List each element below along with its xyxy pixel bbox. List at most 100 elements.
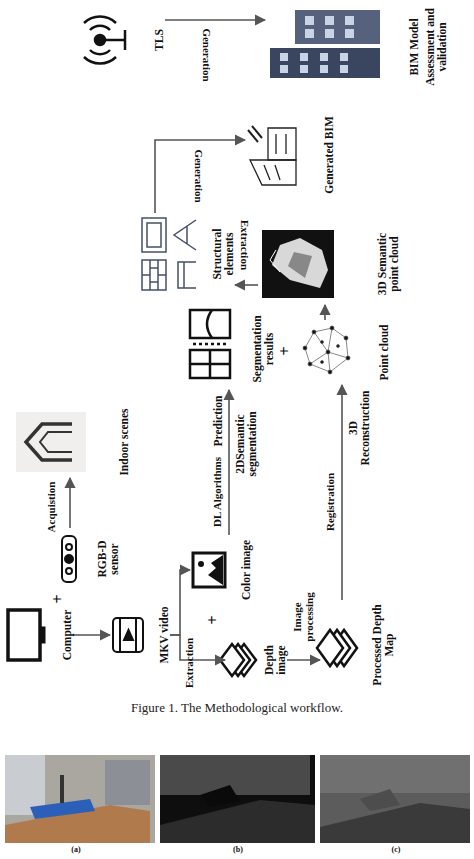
video-icon [124, 630, 133, 640]
bim-model-icon [345, 29, 354, 38]
annotation-text: + [277, 343, 294, 359]
generated-bim-icon [285, 134, 286, 154]
edge-label: Generation [200, 23, 212, 87]
semantic-cloud-icon [288, 252, 312, 278]
segmentation-icon [193, 343, 227, 346]
bim-model-icon [280, 53, 288, 61]
sensor-icon [62, 536, 76, 582]
flow-arrow [69, 478, 71, 528]
icon-node: 3D Semantic point cloud [258, 223, 400, 305]
processed-depth-photo [320, 755, 470, 843]
bim-model-icon [305, 29, 314, 38]
node-label: BIM Model [408, 18, 420, 75]
node-label: TLS [153, 29, 165, 51]
semantic-cloud-icon [270, 250, 280, 272]
node-label: Segmentation results [251, 308, 275, 390]
segmentation-icon [190, 363, 230, 366]
scene-icon [26, 424, 72, 460]
structural-icon [150, 267, 158, 269]
point-cloud-icon [312, 330, 316, 334]
generated-bim-icon [268, 128, 296, 160]
node-label: MKV video [158, 607, 170, 664]
icon-node: Segmentation results [185, 308, 275, 390]
edge-label: Extraction [184, 636, 196, 690]
point-cloud-icon [326, 350, 330, 354]
point-cloud-icon [303, 326, 350, 374]
bim-model-icon [270, 10, 380, 78]
annotation-text: 3D Reconstruction [347, 388, 371, 468]
processed-stack-icon [317, 630, 357, 666]
flow-arrow [170, 635, 225, 660]
computer-icon [8, 610, 45, 660]
icon-node: Depth image [225, 630, 287, 690]
icon-node: Indoor scenes [12, 406, 130, 478]
icon-node: RGB-D sensor [58, 528, 120, 590]
annotation-text: 2DSemantic segmentation [234, 398, 258, 490]
video-icon [113, 618, 143, 652]
sensor-icon [65, 555, 73, 563]
icon-node: Structural elements [138, 213, 235, 295]
rgb-photo [105, 760, 150, 805]
processed-stack-icon [317, 630, 343, 666]
icon-node: Processed Depth Map [320, 600, 395, 690]
structural-icon [150, 281, 158, 283]
node-label: Indoor scenes [118, 408, 130, 475]
rgb-photo [5, 755, 155, 843]
bim-model-icon [280, 16, 354, 73]
icon-node: BIM Model [265, 4, 420, 90]
panel-letter: (b) [228, 846, 248, 854]
point-cloud-icon [344, 336, 348, 340]
generated-bim-icon [248, 126, 262, 142]
workflow-panel: ComputerRGB-D sensorIndoor scenesMKV vid… [0, 0, 474, 690]
video-icon [113, 618, 143, 652]
bim-model-icon [300, 65, 308, 73]
structural-icon [158, 274, 166, 276]
flow-arrow [170, 570, 190, 635]
point-cloud-icon [321, 341, 324, 344]
segmentation-icon [190, 310, 230, 378]
scene-icon [16, 412, 86, 472]
point-cloud-icon [310, 328, 348, 372]
sensor-icon [66, 544, 72, 550]
scanner-icon [84, 17, 125, 64]
structural-icon [147, 223, 161, 247]
edge-label: Image processing [292, 582, 315, 652]
raw-depth-photo [160, 755, 315, 843]
structural-icon [142, 260, 166, 290]
structural-icon [142, 274, 150, 276]
point-cloud-icon [337, 345, 340, 348]
color-image-icon [198, 561, 204, 567]
scanner-icon [124, 30, 127, 50]
node-label: Structural elements [211, 213, 235, 295]
structural-icon [142, 218, 196, 290]
processed-depth-photo [360, 789, 400, 811]
node-label: 3D Semantic point cloud [376, 223, 400, 305]
edge-label: Registration [325, 464, 337, 540]
point-cloud-icon [346, 356, 350, 360]
scene-icon [16, 412, 86, 472]
processed-depth-photo [320, 755, 470, 793]
point-cloud-icon [303, 346, 307, 350]
video-icon [119, 618, 121, 652]
structural-icon [174, 220, 196, 250]
flow-arrow [73, 634, 110, 636]
bim-model-icon [295, 10, 380, 44]
bim-model-icon [340, 53, 348, 61]
bim-model-icon [345, 16, 354, 25]
raw-depth-photo [160, 800, 315, 843]
bim-model-icon [300, 53, 308, 61]
bim-model-icon [325, 29, 334, 38]
scanner-icon [105, 39, 125, 42]
generated-bim-icon [275, 165, 280, 180]
scanner-icon [95, 35, 105, 45]
connector-layer [0, 0, 474, 690]
bim-model-icon [320, 65, 328, 73]
generated-bim-icon [264, 165, 270, 180]
sensor-icon [62, 536, 76, 582]
annotation-text: Prediction [212, 392, 224, 450]
point-cloud-icon [328, 370, 332, 374]
point-cloud-icon [308, 362, 312, 366]
rgb-photo [60, 775, 64, 803]
generated-bim-icon [248, 126, 296, 185]
